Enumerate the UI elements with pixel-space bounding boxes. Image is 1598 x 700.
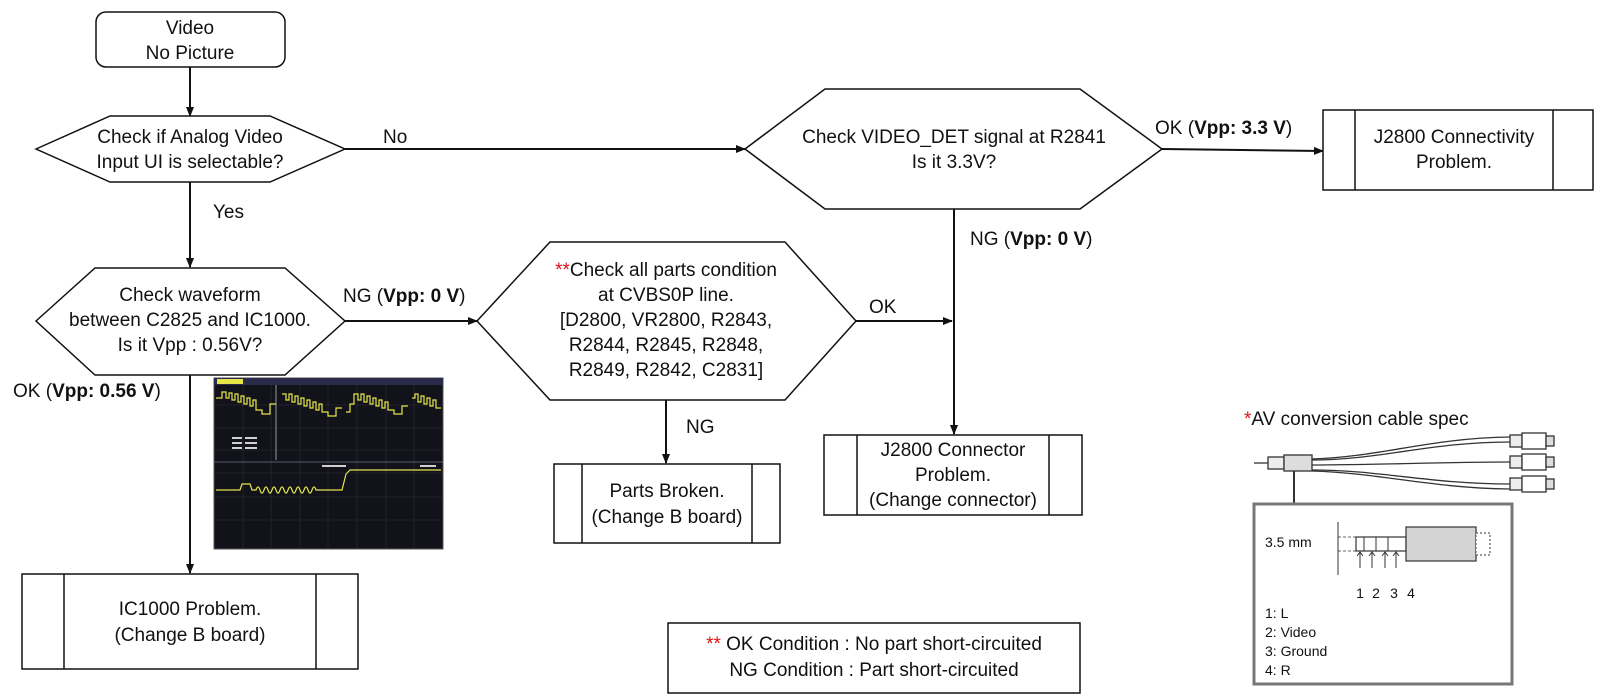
- result-j2800-connectivity: J2800 Connectivity Problem.: [1322, 109, 1594, 191]
- cable-mark: *: [1244, 409, 1252, 430]
- ic1000-line1: IC1000 Problem.: [119, 599, 262, 620]
- label-parts-ok: OK: [869, 297, 897, 318]
- decision-video-det: Check VIDEO_DET signal at R2841 Is it 3.…: [743, 88, 1164, 210]
- label-close: ): [154, 381, 160, 402]
- edge-labels: No Yes OK NG OK (Vpp: 3.3 V) NG (Vpp: 0 …: [13, 118, 1292, 438]
- cable-illustration: [1254, 432, 1555, 504]
- broken-line1: Parts Broken.: [609, 481, 724, 502]
- start-line1: Video: [166, 18, 214, 39]
- start-node: Video No Picture: [95, 11, 286, 68]
- parts-mark: **: [555, 260, 570, 281]
- decision-parts: **Check all parts condition at CVBS0P li…: [475, 241, 858, 401]
- label-ok-vpp056: OK (Vpp: 0.56 V): [13, 381, 161, 402]
- ic1000-line2: (Change B board): [114, 625, 265, 646]
- video-det-line2: Is it 3.3V?: [912, 152, 997, 173]
- arrow-ok-to-connectivity: [1161, 146, 1324, 155]
- pin-number-4: 4: [1407, 585, 1415, 601]
- connectivity-line1: J2800 Connectivity: [1374, 127, 1535, 148]
- parts-line1: Check all parts condition: [570, 260, 777, 281]
- label-yes: Yes: [213, 202, 244, 223]
- cable-size: 3.5 mm: [1265, 534, 1312, 550]
- result-parts-broken: Parts Broken. (Change B board): [553, 463, 781, 544]
- analog-ui-line2: Input UI is selectable?: [97, 152, 284, 173]
- pin-label-3: 3: Ground: [1265, 643, 1327, 659]
- result-ic1000: IC1000 Problem. (Change B board): [21, 573, 359, 670]
- waveform-line2: between C2825 and IC1000.: [69, 310, 311, 331]
- broken-line2: (Change B board): [591, 507, 742, 528]
- waveform-line1: Check waveform: [119, 285, 261, 306]
- label-close: ): [459, 286, 465, 307]
- note-mark: **: [706, 634, 721, 655]
- connectors: [186, 67, 1324, 574]
- label-vpp0: Vpp: 0 V: [383, 286, 459, 307]
- note-line1: OK Condition : No part short-circuited: [721, 634, 1042, 655]
- label-vpp0: Vpp: 0 V: [1010, 229, 1086, 250]
- parts-line1-text: **Check all parts condition: [555, 260, 777, 281]
- decision-analog-ui: Check if Analog Video Input UI is select…: [34, 115, 347, 183]
- label-vpp056: Vpp: 0.56 V: [52, 381, 155, 402]
- video-det-line1: Check VIDEO_DET signal at R2841: [802, 127, 1106, 148]
- label-ok-prefix: OK (: [1155, 118, 1195, 139]
- note-line1-text: ** OK Condition : No part short-circuite…: [706, 634, 1042, 655]
- pin-label-4: 4: R: [1265, 662, 1291, 678]
- pin-label-1: 1: L: [1265, 605, 1289, 621]
- pin-label-2: 2: Video: [1265, 624, 1316, 640]
- label-close: ): [1086, 229, 1092, 250]
- cable-spec-title: AV conversion cable spec: [1251, 409, 1468, 430]
- label-ok-vpp33: OK (Vpp: 3.3 V): [1155, 118, 1292, 139]
- connector-line2: Problem.: [915, 465, 991, 486]
- label-no: No: [383, 127, 407, 148]
- label-ng-vpp0-right: NG (Vpp: 0 V): [970, 229, 1092, 250]
- jack-illustration: 1 2 3 4: [1337, 522, 1491, 601]
- waveform-line3: Is it Vpp : 0.56V?: [118, 335, 263, 356]
- connector-line3: (Change connector): [869, 490, 1037, 511]
- parts-line5: R2849, R2842, C2831]: [569, 360, 763, 381]
- label-ng-vpp0-left: NG (Vpp: 0 V): [343, 286, 465, 307]
- analog-ui-line1: Check if Analog Video: [97, 127, 283, 148]
- parts-line3: [D2800, VR2800, R2843,: [560, 310, 772, 331]
- start-line2: No Picture: [146, 43, 235, 64]
- connector-line1: J2800 Connector: [881, 440, 1026, 461]
- label-ok-prefix: OK (: [13, 381, 53, 402]
- label-ng-prefix: NG (: [970, 229, 1011, 250]
- note-box: ** OK Condition : No part short-circuite…: [667, 622, 1081, 694]
- label-ng-prefix: NG (: [343, 286, 384, 307]
- cable-spec: *AV conversion cable spec 3.5 mm: [1244, 409, 1555, 686]
- connectivity-line2: Problem.: [1416, 152, 1492, 173]
- result-j2800-connector: J2800 Connector Problem. (Change connect…: [823, 434, 1083, 516]
- pin-number-3: 3: [1390, 585, 1398, 601]
- label-close: ): [1286, 118, 1292, 139]
- label-parts-ng: NG: [686, 417, 715, 438]
- label-vpp33: Vpp: 3.3 V: [1194, 118, 1286, 139]
- parts-line2: at CVBS0P line.: [598, 285, 734, 306]
- note-line2: NG Condition : Part short-circuited: [729, 660, 1018, 681]
- oscilloscope-screenshot: [213, 377, 444, 550]
- decision-waveform: Check waveform between C2825 and IC1000.…: [34, 267, 347, 376]
- parts-line4: R2844, R2845, R2848,: [569, 335, 763, 356]
- pin-number-1: 1: [1356, 585, 1364, 601]
- cable-spec-title-text: *AV conversion cable spec: [1244, 409, 1469, 430]
- pin-number-2: 2: [1372, 585, 1380, 601]
